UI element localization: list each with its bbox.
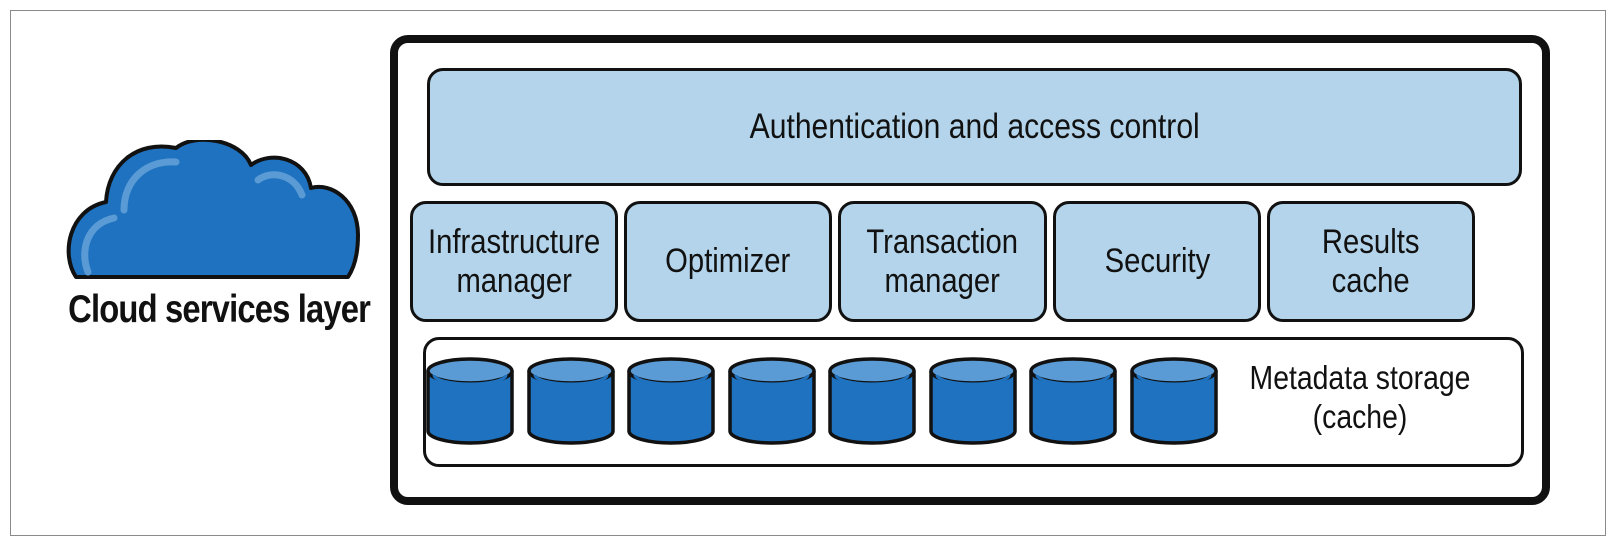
database-cylinder-icon: [525, 355, 617, 447]
component-infrastructure-manager: Infrastructure manager: [410, 201, 618, 322]
component-label: Infrastructure manager: [427, 223, 601, 300]
component-label: Results cache: [1322, 223, 1420, 300]
auth-access-control-box: Authentication and access control: [427, 68, 1522, 186]
layer-label: Cloud services layer: [68, 288, 371, 331]
component-label: Optimizer: [665, 242, 791, 281]
database-cylinder-icon: [1128, 355, 1220, 447]
database-cylinder-icon: [927, 355, 1019, 447]
database-cylinder-icon: [726, 355, 818, 447]
database-cylinder-icon: [424, 355, 516, 447]
component-security: Security: [1053, 201, 1261, 322]
cloud-icon: [66, 137, 366, 285]
component-label: Security: [1104, 242, 1210, 281]
component-optimizer: Optimizer: [624, 201, 832, 322]
component-results-cache: Results cache: [1267, 201, 1475, 322]
database-cylinder-icon: [1027, 355, 1119, 447]
component-transaction-manager: Transaction manager: [838, 201, 1047, 322]
auth-access-control-label: Authentication and access control: [749, 107, 1200, 147]
database-cylinder-icon: [826, 355, 918, 447]
metadata-storage-label: Metadata storage (cache): [1249, 359, 1471, 435]
database-cylinder-icon: [625, 355, 717, 447]
component-label: Transaction manager: [866, 223, 1019, 300]
